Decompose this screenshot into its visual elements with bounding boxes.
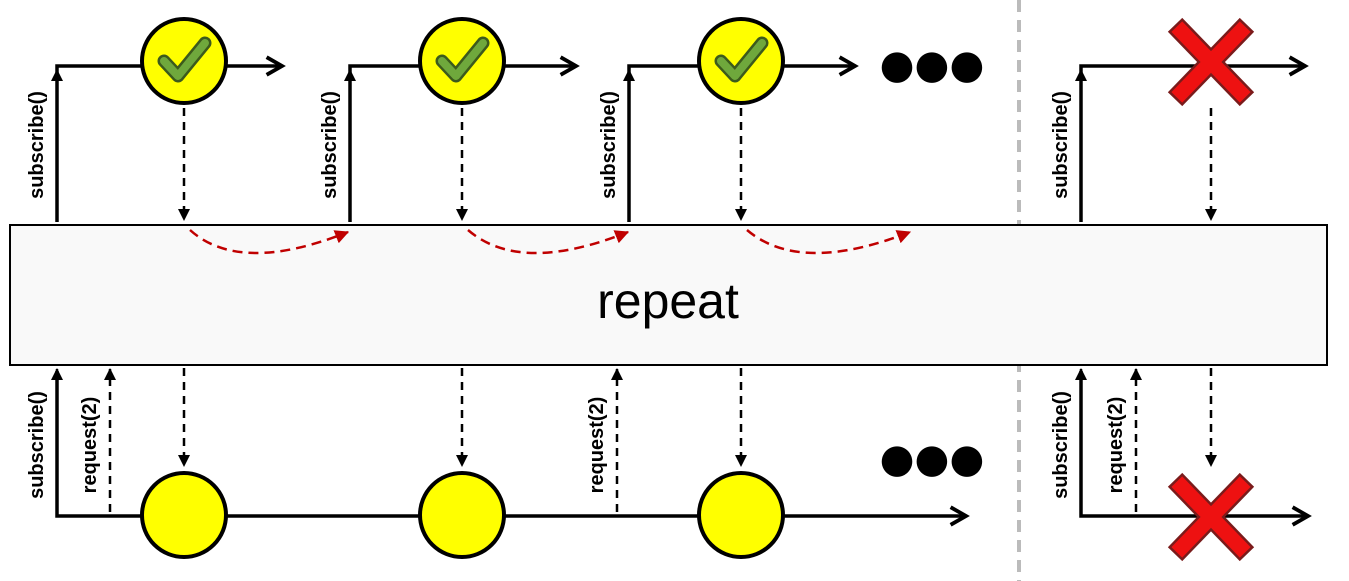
- check-icon: [697, 17, 785, 105]
- check-icon: [418, 17, 506, 105]
- operator-box: repeat: [9, 224, 1328, 366]
- resubscribe-arrow-3: [746, 229, 912, 255]
- subscribe-label: subscribe(): [26, 391, 48, 499]
- resubscribe-arrow-1: [189, 229, 350, 255]
- subscribe-label: subscribe(): [598, 91, 620, 199]
- lower-timeline-main: [55, 371, 970, 527]
- lower-timeline-error: [1079, 371, 1312, 527]
- resubscribe-arrow-2: [467, 229, 630, 255]
- cross-icon: [1167, 472, 1255, 562]
- operator-name: repeat: [597, 273, 739, 329]
- subscribe-label: subscribe(): [319, 91, 341, 199]
- output-item-2: [418, 471, 506, 559]
- upper-timeline-4: [1079, 55, 1309, 222]
- subscribe-label: subscribe(): [1050, 391, 1072, 499]
- output-item-3: [697, 471, 785, 559]
- output-item-1: [140, 471, 228, 559]
- check-icon: [140, 17, 228, 105]
- cross-icon: [1167, 17, 1255, 107]
- continuation-dots-lower: ●●●: [880, 436, 985, 482]
- subscribe-label: subscribe(): [1050, 91, 1072, 199]
- request-label: request(2): [1105, 397, 1127, 494]
- subscribe-label: subscribe(): [26, 91, 48, 199]
- request-label: request(2): [79, 397, 101, 494]
- request-label: request(2): [586, 397, 608, 494]
- continuation-dots-upper: ●●●: [880, 42, 985, 88]
